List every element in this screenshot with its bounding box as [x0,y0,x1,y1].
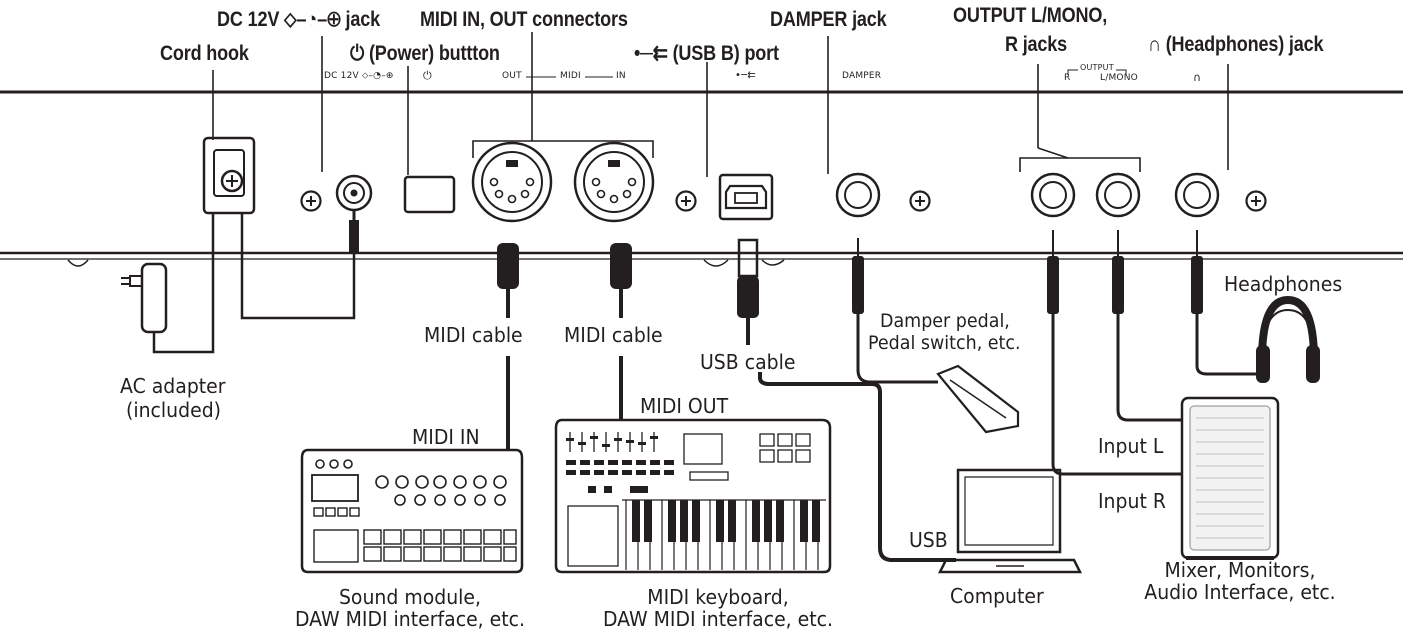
usb-b-port [718,173,774,221]
sound-module-label: Sound module, DAW MIDI interface, etc. [254,585,567,631]
speaker-device [1180,396,1280,560]
power-button [403,175,456,214]
panel-label-midi-out: OUT [502,71,522,81]
mixer-label-line1: Mixer, Monitors, [1164,558,1316,582]
damper-jack-header: DAMPER jack [770,8,887,31]
usb-label: USB [909,528,948,552]
midi-cable-label-2: MIDI cable [564,323,663,347]
usb-port-header: •─⇇ (USB B) port [634,42,779,65]
midi-cable-label-1: MIDI cable [424,323,523,347]
midi-out-connector [471,141,553,223]
dc-jack-header: DC 12V ⬦–◔–⊕ jack [217,8,381,31]
output-l-cable [1112,230,1182,422]
mixer-label-line2: Audio Interface, etc. [1144,579,1336,604]
output-jacks-header-line2: R jacks [1005,33,1068,56]
damper-pedal-label-line1: Damper pedal, [880,310,1010,332]
power-button-header: ⏻ (Power) buttton [350,42,500,65]
dc-cord [240,210,359,320]
usb-cable-label: USB cable [700,350,796,374]
ac-adapter [121,213,215,354]
ac-adapter-label-line2: (included) [126,398,222,422]
output-r-cable [1047,230,1182,476]
headphones-label: Headphones [1224,272,1343,296]
sound-module-device [300,448,524,574]
midi-cable-left [497,243,519,450]
midi-keyboard-label-line1: MIDI keyboard, [647,585,789,609]
ac-adapter-label-line1: AC adapter [120,374,226,398]
damper-pedal [936,364,1020,434]
panel-label-output-r: R [1064,73,1071,83]
output-r-jack [1030,172,1076,218]
cord-hook-header: Cord hook [160,42,249,65]
mixer-label: Mixer, Monitors, Audio Interface, etc. [1130,558,1351,604]
headphones-jack-header: ∩ (Headphones) jack [1148,33,1324,56]
input-l-label: Input L [1098,434,1164,458]
damper-pedal-label-line2: Pedal switch, etc. [868,332,1021,354]
midi-connectors-header: MIDI IN, OUT connectors [420,8,628,31]
panel-label-output-group: OUTPUT [1078,63,1116,72]
computer-device [937,468,1083,574]
dc-jack [335,174,373,212]
panel-screws [300,190,1267,212]
midi-in-label: MIDI IN [412,425,480,449]
input-r-label: Input R [1098,489,1166,513]
usb-cable [737,238,956,562]
panel-label-midi-in: IN [616,71,626,81]
sound-module-label-line2: DAW MIDI interface, etc. [294,606,526,631]
damper-cable [852,238,938,384]
computer-label: Computer [950,584,1044,608]
leader-lines [212,32,1229,177]
headphones-cable [1191,230,1262,376]
cord-hook [202,136,256,215]
panel-label-midi: MIDI [560,71,581,81]
damper-jack [835,172,881,218]
output-jacks-header-line1: OUTPUT L/MONO, [953,4,1108,27]
output-l-jack [1095,172,1141,218]
panel-label-dc: DC 12V ⬦–◔–⊕ [324,71,394,81]
panel-label-headphones: ∩ [1193,71,1202,84]
panel-label-power: ⏻ [423,69,432,82]
midi-keyboard-device [554,418,832,574]
sound-module-label-line1: Sound module, [338,585,482,609]
headphones-device [1256,295,1320,383]
panel-label-damper: DAMPER [842,71,882,81]
panel-label-output-l: L/MONO [1100,73,1138,83]
panel-label-usb: •─⇇ [735,70,756,81]
headphones-jack [1174,172,1220,218]
feet [67,259,785,267]
midi-out-label: MIDI OUT [640,394,729,418]
midi-in-connector [573,141,655,223]
midi-keyboard-label-line2: DAW MIDI interface, etc. [602,606,834,631]
midi-keyboard-label: MIDI keyboard, DAW MIDI interface, etc. [562,585,875,631]
midi-cable-right [610,243,632,420]
